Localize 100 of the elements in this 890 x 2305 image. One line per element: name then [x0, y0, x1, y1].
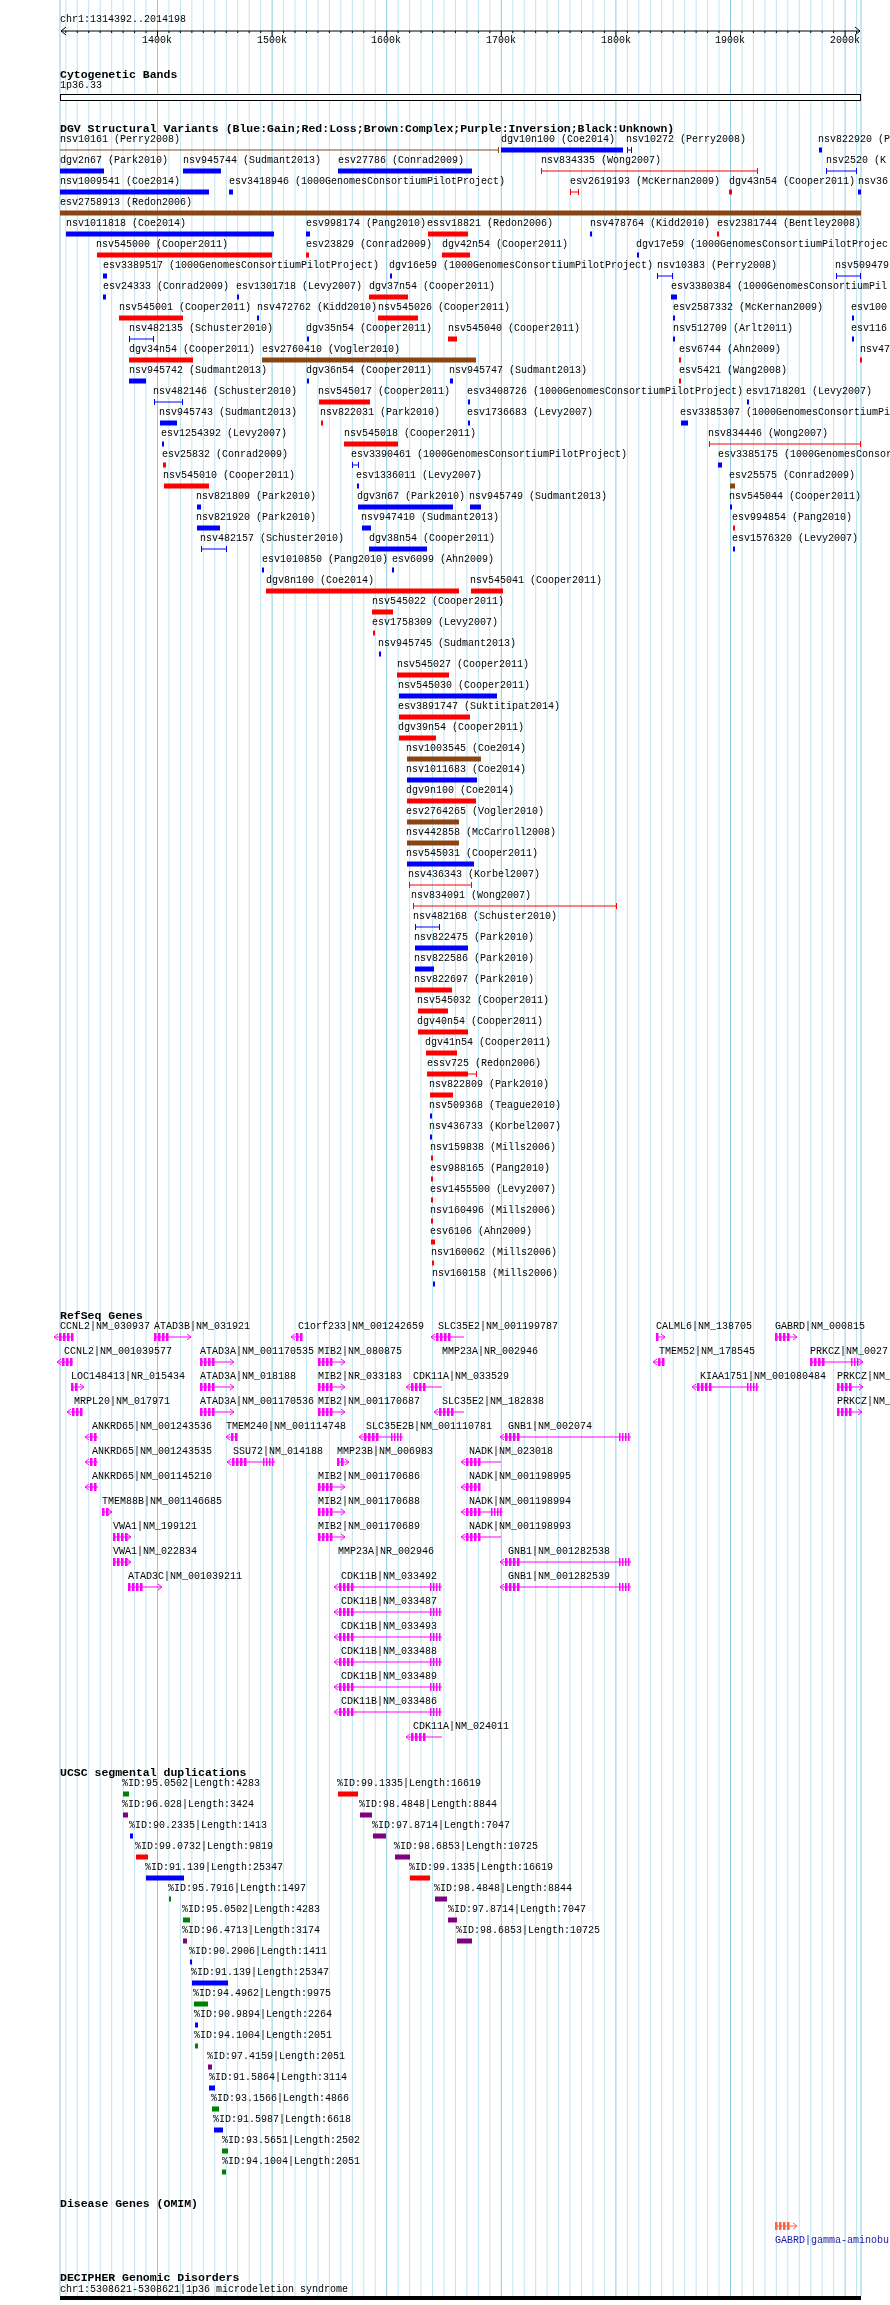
variant-label: esv3389517 (1000GenomesConsortiumPilotProject): [103, 260, 380, 272]
duplication-label: %ID:96.028|Length:3424: [122, 1799, 255, 1811]
band-label: 1p36.33: [60, 80, 102, 92]
gene-label: GNB1|NM_002074: [508, 1421, 592, 1433]
variant-label: nsv1003545 (Coe2014): [406, 743, 527, 755]
variant-label: dgv16e59 (1000GenomesConsortiumPilotProject): [389, 260, 654, 272]
variant-label: dgv43n54 (Cooper2011): [729, 176, 856, 188]
duplication-label: %ID:99.1335|Length:16619: [337, 1778, 482, 1790]
variant-label: nsv545044 (Cooper2011): [729, 491, 862, 503]
gene-label: KIAA1751|NM_001080484: [700, 1371, 827, 1383]
variant-label: nsv10272 (Perry2008): [626, 134, 747, 146]
duplication-label: %ID:99.0732|Length:9819: [135, 1841, 274, 1853]
variant-label: dgv9n100 (Coe2014): [406, 785, 515, 797]
gene-label: MIB2|NM_080875: [318, 1346, 402, 1358]
variant-label: dgv10n100 (Coe2014): [501, 134, 616, 146]
variant-label: nsv545022 (Cooper2011): [372, 596, 505, 608]
duplication-label: %ID:95.0502|Length:4283: [182, 1904, 321, 1916]
duplication-label: %ID:98.6853|Length:10725: [456, 1925, 601, 1937]
variant-label: nsv482157 (Schuster2010): [200, 533, 345, 545]
variant-label: nsv47: [860, 344, 890, 356]
variant-label: esv27786 (Conrad2009): [338, 155, 465, 167]
gene-label: CDK11B|NM_033488: [341, 1646, 437, 1658]
variant-label: esv3390461 (1000GenomesConsortiumPilotProject): [351, 449, 628, 461]
gene-label: CALML6|NM_138705: [656, 1321, 752, 1333]
gene-label: CDK11A|NM_033529: [413, 1371, 509, 1383]
variant-label: essv725 (Redon2006): [427, 1058, 542, 1070]
axis-tick-label: 1500k: [257, 35, 287, 47]
variant-label: dgv38n54 (Cooper2011): [369, 533, 496, 545]
variant-label: nsv160496 (Mills2006): [430, 1205, 557, 1217]
variant-label: esv25832 (Conrad2009): [162, 449, 289, 461]
gene-label: CDK11B|NM_033489: [341, 1671, 437, 1683]
variant-label: nsv509368 (Teague2010): [429, 1100, 562, 1112]
variant-label: esv1336011 (Levy2007): [356, 470, 483, 482]
variant-label: esv3380384 (1000GenomesConsortiumPil: [671, 281, 888, 293]
variant-label: nsv821809 (Park2010): [196, 491, 317, 503]
duplication-label: %ID:91.139|Length:25347: [145, 1862, 284, 1874]
variant-label: nsv36: [858, 176, 888, 188]
variant-label: nsv545041 (Cooper2011): [470, 575, 603, 587]
variant-label: esv3418946 (1000GenomesConsortiumPilotProject): [229, 176, 506, 188]
gene-label: SLC35E2|NM_001199787: [438, 1321, 559, 1333]
variant-label: dgv36n54 (Cooper2011): [306, 365, 433, 377]
gene-label: NADK|NM_001198994: [469, 1496, 572, 1508]
variant-label: nsv945744 (Sudmant2013): [183, 155, 322, 167]
variant-label: esv1758309 (Levy2007): [372, 617, 499, 629]
gene-label: MIB2|NM_001170689: [318, 1521, 421, 1533]
variant-label: nsv834335 (Wong2007): [541, 155, 662, 167]
gene-label: MMP23A|NR_002946: [338, 1546, 434, 1558]
duplication-label: %ID:91.5987|Length:6618: [213, 2114, 352, 2126]
duplication-label: %ID:98.4848|Length:8844: [434, 1883, 573, 1895]
gene-label: ATAD3A|NM_001170536: [200, 1396, 315, 1408]
track-heading: RefSeq Genes: [60, 1309, 143, 1322]
variant-label: nsv822475 (Park2010): [414, 932, 535, 944]
gene-label: CDK11B|NM_033486: [341, 1696, 437, 1708]
variant-label: esv25575 (Conrad2009): [729, 470, 856, 482]
axis-tick-label: 1600k: [371, 35, 401, 47]
variant-label: nsv436343 (Korbel2007): [408, 869, 541, 881]
duplication-label: %ID:93.5651|Length:2502: [222, 2135, 361, 2147]
duplication-label: %ID:98.6853|Length:10725: [394, 1841, 539, 1853]
variant-label: nsv821920 (Park2010): [196, 512, 317, 524]
disorder-label: chr1:5308621-5308621|1p36 microdeletion syndrome: [60, 2284, 349, 2296]
gene-label: ANKRD65|NM_001145210: [92, 1471, 213, 1483]
variant-label: esv1254392 (Levy2007): [161, 428, 288, 440]
variant-label: nsv545030 (Cooper2011): [398, 680, 531, 692]
variant-label: esv3408726 (1000GenomesConsortiumPilotProject): [467, 386, 744, 398]
axis-tick-label: 1400k: [142, 35, 172, 47]
variant-label: esv988165 (Pang2010): [430, 1163, 551, 1175]
gene-label: NADK|NM_001198995: [469, 1471, 572, 1483]
variant-label: nsv545017 (Cooper2011): [318, 386, 451, 398]
gene-label: CDK11B|NM_033492: [341, 1571, 437, 1583]
duplication-label: %ID:94.1004|Length:2051: [194, 2030, 333, 2042]
variant-label: esv1455500 (Levy2007): [430, 1184, 557, 1196]
duplication-label: %ID:91.5864|Length:3114: [209, 2072, 348, 2084]
variant-label: nsv945745 (Sudmant2013): [378, 638, 517, 650]
variant-label: esv100: [851, 302, 887, 314]
gene-label: SLC35E2B|NM_001110781: [366, 1421, 493, 1433]
variant-label: esv6744 (Ahn2009): [679, 344, 782, 356]
gene-label: NADK|NM_001198993: [469, 1521, 572, 1533]
variant-label: nsv1011683 (Coe2014): [406, 764, 527, 776]
gene-label: TMEM88B|NM_001146685: [102, 1496, 223, 1508]
duplication-label: %ID:94.1004|Length:2051: [222, 2156, 361, 2168]
variant-label: nsv160158 (Mills2006): [432, 1268, 559, 1280]
variant-label: nsv945747 (Sudmant2013): [449, 365, 588, 377]
duplication-label: %ID:97.8714|Length:7047: [448, 1904, 587, 1916]
variant-label: dgv2n67 (Park2010): [60, 155, 169, 167]
variant-label: nsv482146 (Schuster2010): [153, 386, 298, 398]
duplication-label: %ID:99.1335|Length:16619: [409, 1862, 554, 1874]
variant-label: esv5421 (Wang2008): [679, 365, 788, 377]
variant-label: esv24333 (Conrad2009): [103, 281, 230, 293]
track-heading: Disease Genes (OMIM): [60, 2197, 199, 2210]
variant-label: esv6106 (Ahn2009): [430, 1226, 533, 1238]
variant-label: esv2758913 (Redon2006): [60, 197, 193, 209]
variant-label: esv2619193 (McKernan2009): [570, 176, 721, 188]
variant-label: nsv10383 (Perry2008): [657, 260, 778, 272]
variant-label: nsv1009541 (Coe2014): [60, 176, 181, 188]
axis-tick-label: 1900k: [715, 35, 745, 47]
variant-label: esv2587332 (McKernan2009): [673, 302, 824, 314]
gene-label: ANKRD65|NM_001243536: [92, 1421, 213, 1433]
variant-label: dgv39n54 (Cooper2011): [398, 722, 525, 734]
variant-label: nsv545000 (Cooper2011): [96, 239, 229, 251]
gene-label: GNB1|NM_001282539: [508, 1571, 611, 1583]
